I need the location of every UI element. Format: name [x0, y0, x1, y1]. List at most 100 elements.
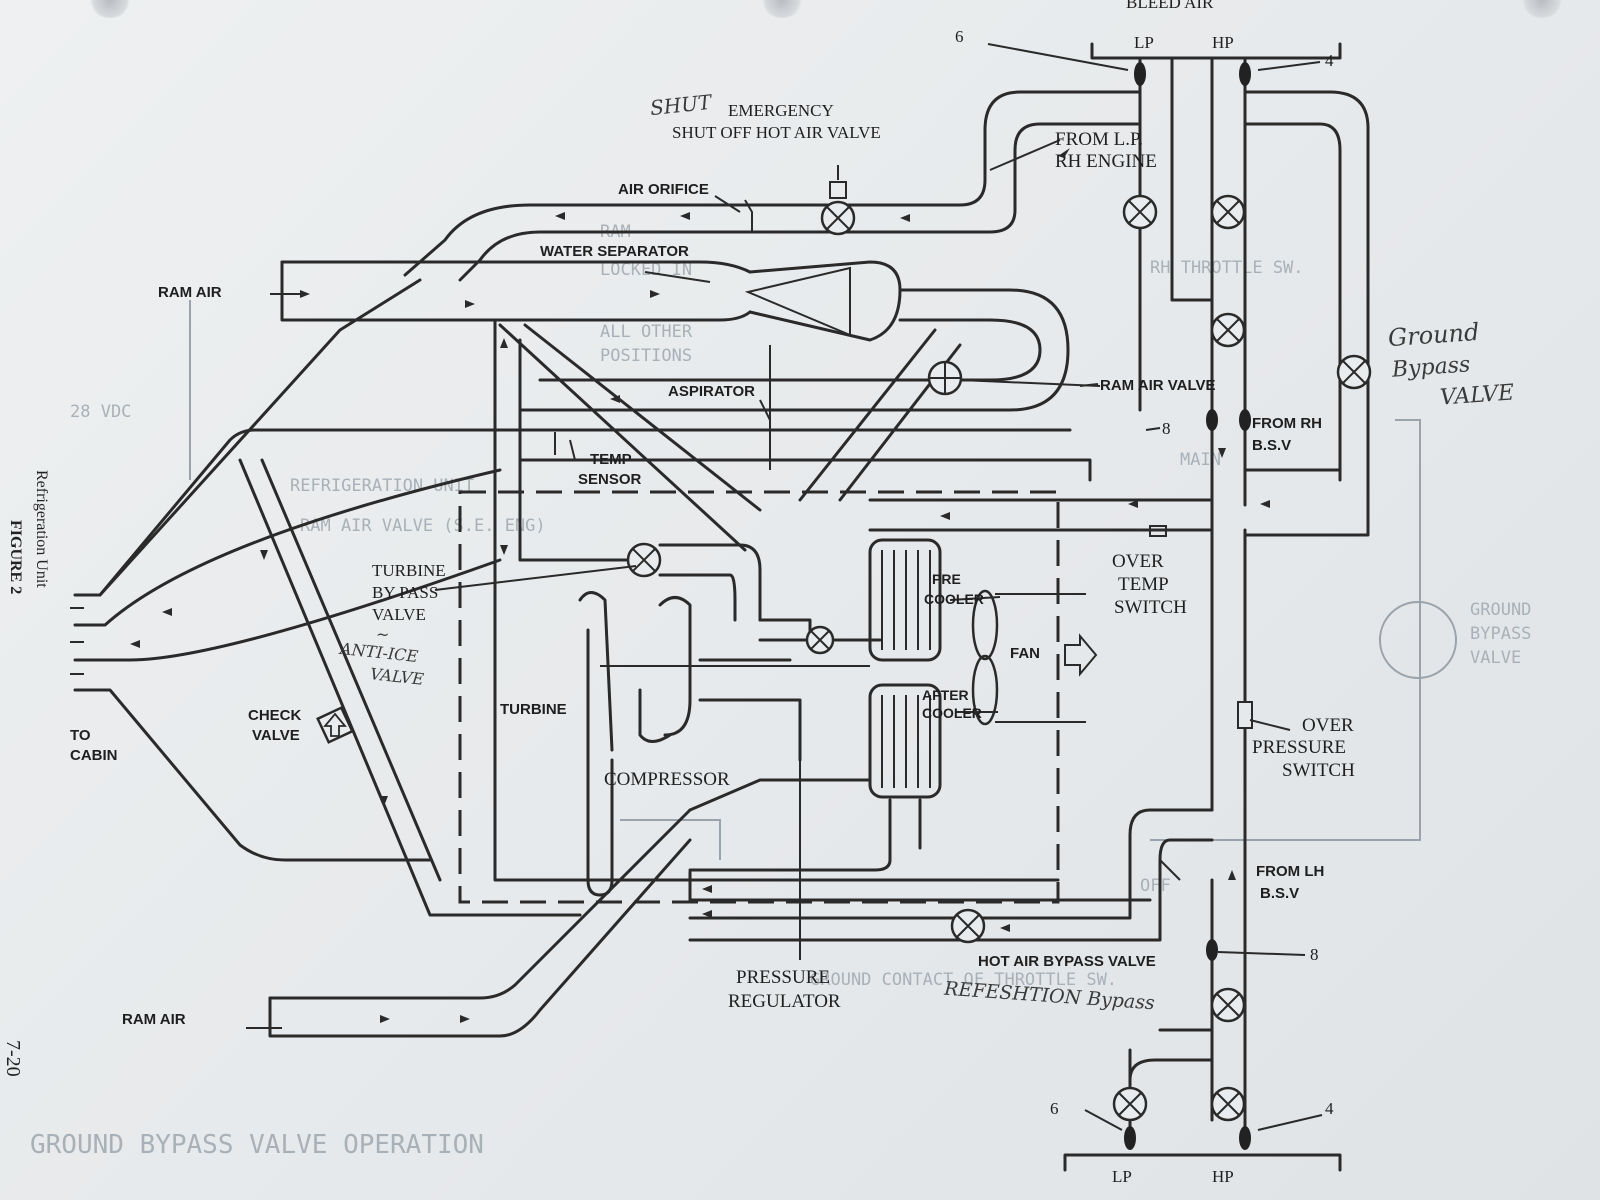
pressure-regulator-label-1: PRESSURE: [736, 967, 830, 988]
to-cabin-ducts: [70, 278, 582, 917]
ram-air-valve-line: [798, 328, 1101, 502]
punch-hole-center: [760, 0, 804, 18]
ram-air-upper-label: RAM AIR: [158, 284, 222, 301]
flow-arrows: [130, 148, 1270, 1023]
bottom-callout-4: 4: [1325, 1099, 1334, 1118]
leader-lines: [246, 195, 1291, 1029]
over-temp-rail: [868, 498, 1370, 542]
lower-hp-valve-symbol: [1210, 987, 1246, 1023]
over-temp-label-2: TEMP: [1118, 574, 1169, 595]
anti-ice-handwritten-1: ~: [376, 625, 390, 644]
hot-air-bypass-valve-symbol: [950, 908, 986, 944]
over-pressure-label-1: OVER: [1302, 715, 1354, 736]
pre-cooler-label-2: COOLER: [924, 591, 984, 607]
pre-cooler-label-1: PRE: [932, 571, 961, 587]
turbine-bypass-ducts: [493, 318, 1060, 882]
to-cabin-label-1: TO: [70, 727, 91, 744]
punch-hole-right: [1520, 0, 1564, 18]
top-callout-4: 4: [1325, 51, 1334, 70]
bottom-lp-label: LP: [1112, 1167, 1132, 1186]
emergency-label-2: SHUT OFF HOT AIR VALVE: [672, 123, 881, 142]
top-callout-6: 6: [955, 27, 964, 46]
ground-bypass-valve-symbol: [1336, 354, 1372, 390]
punch-hole-left: [88, 0, 132, 18]
bleed-text-9: REFRIGERATION UNIT: [290, 476, 475, 496]
bleed-text-4: ALL OTHER: [600, 322, 693, 342]
after-cooler-label-2: COOLER: [922, 705, 982, 721]
aspirator-label: ASPIRATOR: [668, 383, 755, 400]
turbine-bypass-label-3: VALVE: [372, 605, 426, 624]
temp-sensor-label-2: SENSOR: [578, 471, 642, 488]
bleed-text-11: GROUND CONTACT OF THROTTLE SW.: [810, 970, 1118, 990]
ram-air-lower-duct: [268, 778, 872, 1038]
turbine-bypass-label-2: BY PASS: [372, 583, 439, 602]
air-orifice-label: AIR ORIFICE: [618, 181, 709, 198]
compressor-valve-symbol: [805, 625, 835, 655]
hot-air-bypass-label: HOT AIR BYPASS VALVE: [978, 953, 1156, 970]
turbine-compressor-assembly: [578, 591, 882, 897]
from-lp-label-1: FROM L.P.: [1055, 129, 1144, 150]
bleed-text-8: RAM AIR VALVE (S.E. ENG): [300, 516, 546, 536]
pressure-regulator-label-2: REGULATOR: [728, 991, 841, 1012]
figure-caption: Refrigeration Unit: [33, 470, 50, 588]
upper-hp-valve-symbol: [1210, 194, 1246, 230]
bleed-text-12: GROUND BYPASS VALVE OPERATION: [30, 1130, 484, 1160]
right-long-ducts: [1210, 528, 1253, 1132]
emergency-shutoff-valve-symbol: [820, 165, 856, 236]
callout-8-upper: 8: [1162, 419, 1171, 438]
ram-air-lower-label: RAM AIR: [122, 1011, 186, 1028]
compressor-label: COMPRESSOR: [604, 769, 730, 790]
over-temp-label-1: OVER: [1112, 551, 1164, 572]
temp-aspirator-rail: [493, 345, 1092, 482]
bleed-text-10: OFF: [1140, 876, 1171, 896]
top-hp-label: HP: [1212, 33, 1234, 52]
temp-sensor-label-1: TEMP: [590, 451, 632, 468]
fan-label: FAN: [1010, 645, 1040, 662]
top-lp-label: LP: [1134, 33, 1154, 52]
over-temp-label-3: SWITCH: [1114, 597, 1187, 618]
bleed-text-13: GROUND: [1470, 600, 1532, 620]
ground-bypass-handwritten-1: Ground: [1387, 317, 1481, 353]
turbine-bypass-label-1: TURBINE: [372, 561, 446, 580]
lp-rh-engine-duct: [848, 90, 1370, 507]
water-separator-label: WATER SEPARATOR: [540, 243, 689, 260]
upper-lp-valve-symbol: [1122, 194, 1158, 230]
over-pressure-label-3: SWITCH: [1282, 760, 1355, 781]
valve-symbols: [626, 165, 1372, 1122]
bleed-air-manifold-bottom: [1063, 878, 1342, 1172]
from-rh-label-2: B.S.V: [1252, 437, 1292, 454]
heat-exchanger-cores: [688, 538, 942, 872]
bleed-through-lines: [189, 300, 1457, 860]
fan-assembly: [971, 589, 1098, 726]
bleed-text-15: VALVE: [1470, 648, 1522, 668]
from-lp-label-2: RH ENGINE: [1055, 151, 1157, 172]
turbine-label: TURBINE: [500, 701, 567, 718]
from-lh-label-1: FROM LH: [1256, 863, 1325, 880]
ram-air-valve-symbol: [927, 360, 963, 396]
from-lh-label-2: B.S.V: [1260, 885, 1300, 902]
over-pressure-label-2: PRESSURE: [1252, 737, 1346, 758]
refrigeration-unit-boundary: [458, 490, 1060, 904]
bleed-text-5: POSITIONS: [600, 346, 693, 366]
hot-air-main-duct: [403, 199, 852, 282]
page-number: 7-20: [2, 1040, 24, 1077]
from-rh-label-1: FROM RH: [1252, 415, 1322, 432]
bottom-callout-6: 6: [1050, 1099, 1059, 1118]
to-cabin-label-2: CABIN: [70, 747, 118, 764]
bleed-text-14: BYPASS: [1470, 624, 1532, 644]
ram-air-upper-duct: [280, 260, 1070, 412]
check-valve-symbol: [316, 706, 354, 744]
bleed-air-title: BLEED AIR: [1126, 0, 1214, 12]
ground-bypass-handwritten-3: VALVE: [1439, 380, 1515, 411]
lower-lp-valve-symbol: [1112, 1086, 1148, 1122]
bleed-air-manifold-top: [987, 42, 1342, 262]
figure-number: FIGURE 2: [7, 520, 24, 595]
check-valve-label-1: CHECK: [248, 707, 302, 724]
after-cooler-label-1: AFTER: [922, 687, 969, 703]
check-valve-label-2: VALVE: [252, 727, 300, 744]
lower-hp2-valve-symbol: [1210, 1086, 1246, 1122]
callout-8-lower: 8: [1310, 945, 1319, 964]
turbine-bypass-valve-symbol: [626, 542, 662, 578]
